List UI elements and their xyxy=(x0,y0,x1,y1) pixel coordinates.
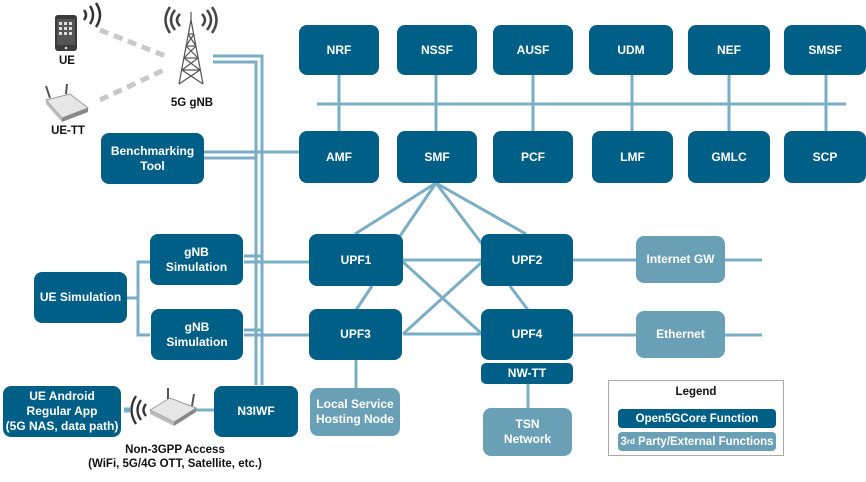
radio-link-ue xyxy=(99,27,169,60)
nf-nef[interactable]: NEF xyxy=(688,25,770,75)
nf-udm[interactable]: UDM xyxy=(589,25,673,75)
signal-waves-icon xyxy=(82,2,102,28)
radio-link-uett xyxy=(98,65,170,103)
bundle-gnb-2 xyxy=(213,60,258,385)
ue-simulation[interactable]: UE Simulation xyxy=(34,272,127,323)
link-smf-upf1a xyxy=(354,181,437,236)
link-upf1-upf3 xyxy=(354,285,374,311)
bundle-gnb-1 xyxy=(213,54,264,385)
smartphone-icon xyxy=(55,15,77,51)
wifi-router-icon xyxy=(148,388,198,426)
ue-tt-label: UE-TT xyxy=(51,125,85,137)
cell-tower-icon xyxy=(164,6,218,85)
legend-title: Legend xyxy=(675,386,717,398)
nf-lmf[interactable]: LMF xyxy=(592,131,673,183)
gnb-label: 5G gNB xyxy=(170,97,214,109)
nf-gmlc[interactable]: GMLC xyxy=(688,131,770,183)
ethernet[interactable]: Ethernet xyxy=(636,311,725,358)
link-smf-upf2b xyxy=(435,181,527,236)
upf-4[interactable]: UPF4 xyxy=(481,309,573,360)
local-service-hosting-node[interactable]: Local Service Hosting Node xyxy=(310,388,400,436)
nw-tt[interactable]: NW-TT xyxy=(481,363,573,384)
gnb-simulation-1[interactable]: gNB Simulation xyxy=(150,234,243,285)
link-upf2-upf4 xyxy=(508,285,530,311)
non3gpp-label: Non-3GPP Access (WiFi, 5G/4G OTT, Satell… xyxy=(88,444,262,470)
legend-core-function: Open5GCore Function xyxy=(618,409,776,428)
gnb-simulation-2[interactable]: gNB Simulation xyxy=(151,309,243,360)
benchmarking-tool[interactable]: Benchmarking Tool xyxy=(101,133,204,184)
nf-nrf[interactable]: NRF xyxy=(299,25,379,75)
wifi-router-icon xyxy=(45,84,90,122)
link-smf-upf1b xyxy=(398,182,438,237)
link-upf3-upf2 xyxy=(401,260,484,336)
ue-android-app[interactable]: UE Android Regular App (5G NAS, data pat… xyxy=(3,386,121,437)
nf-smf[interactable]: SMF xyxy=(397,131,477,183)
link-smf-upf2a xyxy=(434,182,484,245)
internet-gw[interactable]: Internet GW xyxy=(636,236,725,283)
nf-nssf[interactable]: NSSF xyxy=(397,25,477,75)
tsn-network[interactable]: TSN Network xyxy=(483,408,572,456)
signal-waves-icon xyxy=(130,395,147,425)
n3iwf[interactable]: N3IWF xyxy=(214,386,298,437)
nf-ausf[interactable]: AUSF xyxy=(493,25,573,75)
ue-label: UE xyxy=(59,55,75,67)
nf-smsf[interactable]: SMSF xyxy=(784,25,866,75)
nf-scp[interactable]: SCP xyxy=(784,131,866,183)
upf-2[interactable]: UPF2 xyxy=(481,234,573,286)
upf-3[interactable]: UPF3 xyxy=(309,309,402,360)
link-uesim-gnbsim xyxy=(136,260,150,337)
nf-pcf[interactable]: PCF xyxy=(493,131,573,183)
upf-1[interactable]: UPF1 xyxy=(309,234,403,286)
nf-amf[interactable]: AMF xyxy=(299,131,379,183)
